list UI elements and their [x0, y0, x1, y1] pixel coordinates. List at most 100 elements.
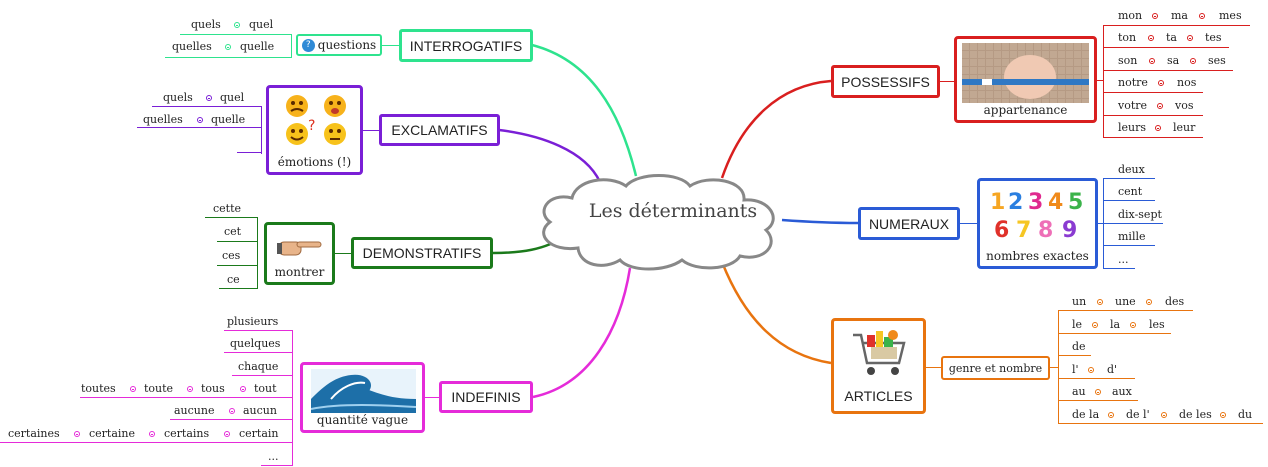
- leaf-nos[interactable]: nos: [1177, 76, 1197, 89]
- leaf-ton[interactable]: ton: [1118, 31, 1137, 44]
- leaf-ellipsis[interactable]: ...: [268, 450, 279, 463]
- leaf-aux[interactable]: aux: [1112, 385, 1132, 398]
- genre-nombre-node[interactable]: genre et nombre: [941, 356, 1050, 380]
- exclamatifs-node[interactable]: EXCLAMATIFS: [379, 114, 500, 146]
- leaf-quels[interactable]: quels: [163, 91, 193, 104]
- leaf-aucun[interactable]: aucun: [243, 404, 277, 417]
- leaf-sa[interactable]: sa: [1167, 54, 1180, 67]
- leaf-des[interactable]: des: [1165, 295, 1185, 308]
- leaf-mille[interactable]: mille: [1118, 230, 1146, 243]
- leaf-toute[interactable]: toute: [144, 382, 174, 395]
- digit-5: 5: [1068, 190, 1083, 215]
- connector-exclamatifs: [498, 128, 602, 183]
- quantite-topic[interactable]: quantité vague: [300, 362, 425, 433]
- demonstratifs-node[interactable]: DEMONSTRATIFS: [351, 237, 493, 269]
- numeraux-label: NUMERAUX: [868, 215, 950, 232]
- leaf-leur[interactable]: leur: [1173, 121, 1196, 134]
- connector-possessifs: [720, 79, 832, 179]
- leaf-ces[interactable]: ces: [222, 249, 241, 262]
- leaf-leurs[interactable]: leurs: [1118, 121, 1147, 134]
- leaf-cent[interactable]: cent: [1118, 185, 1143, 198]
- leaf-notre[interactable]: notre: [1118, 76, 1148, 89]
- leaf-son[interactable]: son: [1118, 54, 1138, 67]
- leaf-ma[interactable]: ma: [1171, 9, 1188, 22]
- leaf-un[interactable]: un: [1072, 295, 1087, 308]
- leaf-l[interactable]: l': [1072, 363, 1079, 376]
- leaf-ta[interactable]: ta: [1166, 31, 1177, 44]
- central-title[interactable]: Les déterminants: [588, 200, 758, 222]
- exclamatifs-label: EXCLAMATIFS: [391, 122, 488, 138]
- montrer-topic[interactable]: montrer: [264, 222, 335, 285]
- leaf-la[interactable]: la: [1110, 318, 1121, 331]
- connector-numeraux: [781, 218, 859, 225]
- possessifs-node[interactable]: POSSESSIFS: [831, 65, 940, 98]
- quantite-label: quantité vague: [316, 413, 409, 427]
- leaf-certaines[interactable]: certaines: [8, 427, 60, 440]
- leaf-cette[interactable]: cette: [213, 202, 242, 215]
- emotions-topic[interactable]: ? émotions (!): [266, 85, 363, 175]
- leaf-tes[interactable]: tes: [1205, 31, 1222, 44]
- appartenance-label: appartenance: [983, 103, 1068, 117]
- leaf-chaque[interactable]: chaque: [238, 360, 279, 373]
- leaf-plusieurs[interactable]: plusieurs: [227, 315, 279, 328]
- leaf-quelle[interactable]: quelle: [211, 113, 246, 126]
- leaf-dix-sept[interactable]: dix-sept: [1118, 208, 1162, 221]
- leaf-une[interactable]: une: [1115, 295, 1136, 308]
- leaf-mes[interactable]: mes: [1219, 9, 1242, 22]
- indefinis-node[interactable]: INDEFINIS: [439, 381, 533, 413]
- leaf-de-les[interactable]: de les: [1179, 408, 1212, 421]
- articles-label: ARTICLES: [844, 388, 913, 404]
- wave-image: [311, 369, 416, 413]
- leaf-aucune[interactable]: aucune: [174, 404, 215, 417]
- leaf-vos[interactable]: vos: [1175, 99, 1194, 112]
- digit-4: 4: [1048, 190, 1063, 215]
- leaf-du[interactable]: du: [1238, 408, 1253, 421]
- interrogatifs-label: INTERROGATIFS: [409, 37, 523, 54]
- leaf-quel[interactable]: quel: [220, 91, 245, 104]
- indefinis-label: INDEFINIS: [451, 389, 521, 405]
- leaf-mon[interactable]: mon: [1118, 9, 1143, 22]
- leaf-toutes[interactable]: toutes: [81, 382, 116, 395]
- leaf-certaine[interactable]: certaine: [89, 427, 136, 440]
- leaf-au[interactable]: au: [1072, 385, 1086, 398]
- montrer-label: montrer: [274, 265, 325, 279]
- leaf-le[interactable]: le: [1072, 318, 1083, 331]
- appartenance-topic[interactable]: appartenance: [954, 36, 1097, 123]
- leaf-de-l[interactable]: de l': [1126, 408, 1150, 421]
- leaf-quels[interactable]: quels: [191, 18, 221, 31]
- articles-node[interactable]: ARTICLES: [831, 318, 926, 414]
- leaf-les[interactable]: les: [1149, 318, 1165, 331]
- leaf-d[interactable]: d': [1107, 363, 1118, 376]
- demonstratifs-label: DEMONSTRATIFS: [362, 245, 482, 261]
- leaf-quelles[interactable]: quelles: [172, 40, 212, 53]
- leaf-ce[interactable]: ce: [227, 273, 240, 286]
- leaf-quelques[interactable]: quelques: [230, 337, 281, 350]
- pointing-hand-image: [277, 241, 322, 256]
- svg-text:?: ?: [308, 118, 315, 134]
- leaf-ellipsis[interactable]: ...: [1118, 253, 1129, 266]
- leaf-votre[interactable]: votre: [1118, 99, 1148, 112]
- interrogatifs-node[interactable]: INTERROGATIFS: [399, 29, 533, 62]
- leaf-quelles[interactable]: quelles: [143, 113, 183, 126]
- numeraux-node[interactable]: NUMERAUX: [858, 207, 960, 240]
- leaf-tout[interactable]: tout: [254, 382, 277, 395]
- leaf-ses[interactable]: ses: [1208, 54, 1226, 67]
- leaf-deux[interactable]: deux: [1118, 163, 1145, 176]
- leaf-certain[interactable]: certain: [239, 427, 279, 440]
- leaf-de[interactable]: de: [1072, 340, 1086, 353]
- leaf-tous[interactable]: tous: [201, 382, 225, 395]
- leaf-certains[interactable]: certains: [164, 427, 210, 440]
- leaf-de-la[interactable]: de la: [1072, 408, 1100, 421]
- leaf-quel[interactable]: quel: [249, 18, 274, 31]
- emoji-faces-image: ?: [286, 95, 346, 145]
- digit-7: 7: [1016, 218, 1031, 243]
- leaf-cet[interactable]: cet: [224, 225, 242, 238]
- connector-articles: [720, 261, 832, 365]
- digit-2: 2: [1008, 190, 1023, 215]
- leaf-quelle[interactable]: quelle: [240, 40, 275, 53]
- nombres-topic[interactable]: 1 2 3 4 5 6 7 8 9 nombres exactes: [977, 178, 1098, 269]
- questions-node[interactable]: ? questions: [296, 34, 382, 56]
- digit-8: 8: [1038, 218, 1053, 243]
- question-icon: ?: [301, 38, 315, 52]
- digit-9: 9: [1062, 218, 1077, 243]
